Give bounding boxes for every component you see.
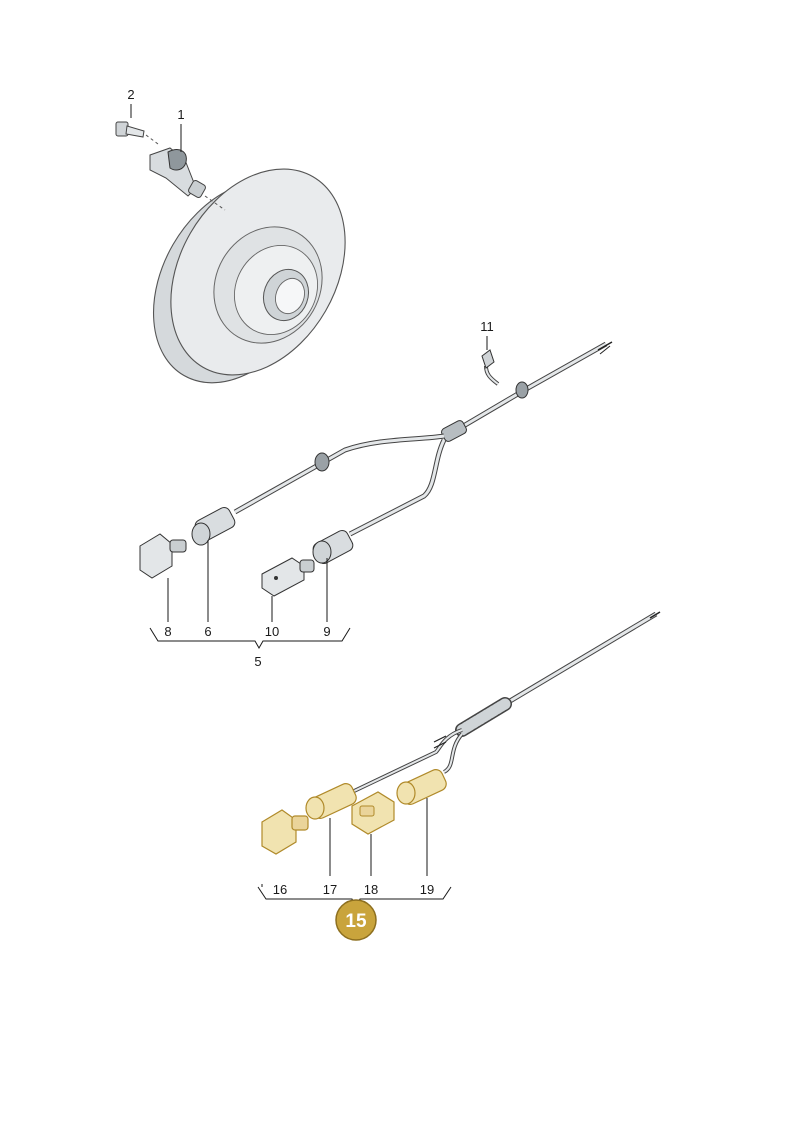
callout-19: 19 bbox=[420, 882, 434, 897]
wiring-harness bbox=[139, 341, 613, 597]
bolt bbox=[115, 121, 159, 145]
callout-9: 9 bbox=[323, 624, 330, 639]
callout-10: 10 bbox=[265, 624, 279, 639]
brake-disc bbox=[152, 168, 346, 384]
callout-6: 6 bbox=[204, 624, 211, 639]
callout-15-badge[interactable]: 15 bbox=[335, 899, 377, 941]
callout-8: 8 bbox=[164, 624, 171, 639]
callout-2: 2 bbox=[127, 87, 134, 102]
callout-16: 16 bbox=[273, 882, 287, 897]
callout-15: 15 bbox=[345, 911, 367, 932]
repair-harness bbox=[261, 611, 661, 855]
wheel-speed-sensor bbox=[149, 147, 226, 211]
callout-11: 11 bbox=[480, 319, 494, 334]
callout-18: 18 bbox=[364, 882, 378, 897]
callout-5: 5 bbox=[254, 654, 261, 669]
callout-17: 17 bbox=[323, 882, 337, 897]
bracket-5 bbox=[149, 627, 351, 650]
callout-1: 1 bbox=[177, 107, 184, 122]
